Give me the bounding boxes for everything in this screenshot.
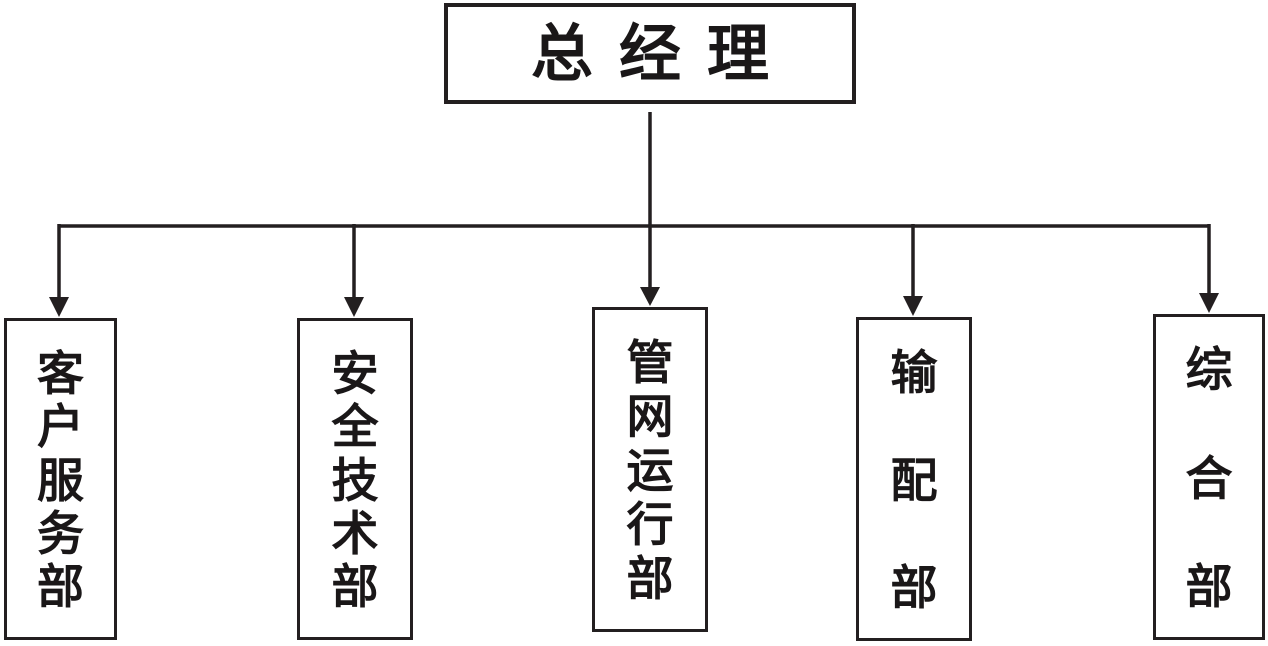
org-box-general-manager: 总经理 — [444, 3, 856, 104]
org-box-label-char: 户 — [37, 400, 84, 456]
arrow-down-icon — [640, 287, 660, 306]
org-box-customer-service-dept: 客户服务部 — [4, 318, 117, 640]
org-box-label-char: 客 — [37, 347, 84, 402]
org-box-label-char: 安 — [331, 347, 379, 402]
arrow-down-icon — [344, 297, 364, 317]
org-box-general-affairs-dept: 综合部 — [1153, 314, 1265, 640]
org-box-general-manager-label: 总经理 — [530, 16, 795, 90]
org-box-label-char: 服 — [37, 453, 84, 509]
org-box-label-char: 综 — [1185, 343, 1233, 398]
arrow-down-icon — [49, 297, 69, 317]
org-box-label-char: 部 — [626, 552, 674, 607]
org-box-label-char: 管 — [626, 336, 674, 391]
org-box-label-char: 网 — [626, 390, 674, 445]
org-box-label-char: 部 — [331, 560, 379, 615]
org-box-label-char: 合 — [1185, 451, 1233, 507]
org-box-label-char: 部 — [1185, 560, 1233, 615]
org-box-label-char: 术 — [331, 506, 379, 562]
org-box-label-char: 配 — [890, 453, 938, 509]
arrow-down-icon — [903, 296, 923, 316]
arrow-down-icon — [1199, 293, 1219, 313]
org-box-label-char: 务 — [37, 506, 84, 562]
org-box-label-char: 全 — [331, 400, 379, 456]
org-box-label-char: 部 — [890, 561, 938, 616]
org-box-label-char: 技 — [331, 453, 379, 509]
org-box-label-char: 输 — [890, 346, 938, 401]
org-box-transmission-distribution-dept: 输配部 — [856, 317, 972, 641]
org-box-safety-technology-dept: 安全技术部 — [297, 318, 413, 640]
org-box-label-char: 部 — [37, 560, 84, 615]
org-box-pipeline-operation-dept: 管网运行部 — [592, 307, 708, 632]
org-box-label-char: 行 — [626, 498, 674, 553]
org-box-label-char: 运 — [626, 444, 674, 499]
